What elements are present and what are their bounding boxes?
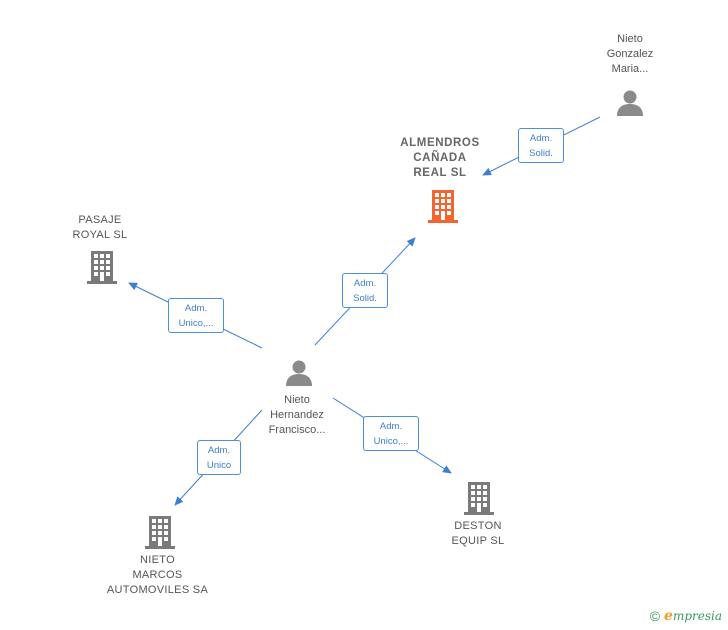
node-label-almendros[interactable]: ALMENDROS CAÑADA REAL SL [400, 137, 480, 179]
edge-label-hernandez-pasaje: Adm. Unico,... [168, 298, 224, 333]
node-label-nieto-gonzalez[interactable]: Nieto Gonzalez Maria... [606, 33, 654, 75]
brand-logo[interactable]: empresia [664, 608, 722, 624]
person-icon[interactable] [284, 358, 314, 388]
edge-label-hernandez-almendros: Adm. Solid. [342, 273, 388, 308]
brand-initial: e [664, 608, 673, 624]
building-icon[interactable] [144, 515, 176, 549]
brand-name: mpresia [672, 609, 722, 623]
person-icon[interactable] [615, 88, 645, 118]
copyright-icon: © [649, 608, 661, 624]
building-icon[interactable] [86, 250, 118, 284]
edge-label-hernandez-deston: Adm. Unico,... [363, 416, 419, 451]
building-icon[interactable] [463, 481, 495, 515]
edge-label-hernandez-marcos: Adm. Unico [197, 440, 241, 475]
node-label-deston[interactable]: DESTON EQUIP SL [451, 520, 505, 547]
edge-label-gonzalez-almendros: Adm. Solid. [518, 128, 564, 163]
node-label-pasaje[interactable]: PASAJE ROYAL SL [72, 214, 128, 241]
building-icon[interactable] [427, 189, 459, 223]
brand-footer[interactable]: © empresia [650, 608, 722, 624]
node-label-nieto-marcos[interactable]: NIETO MARCOS AUTOMOVILES SA [106, 554, 209, 596]
node-label-nieto-hernandez[interactable]: Nieto Hernandez Francisco... [268, 394, 326, 436]
